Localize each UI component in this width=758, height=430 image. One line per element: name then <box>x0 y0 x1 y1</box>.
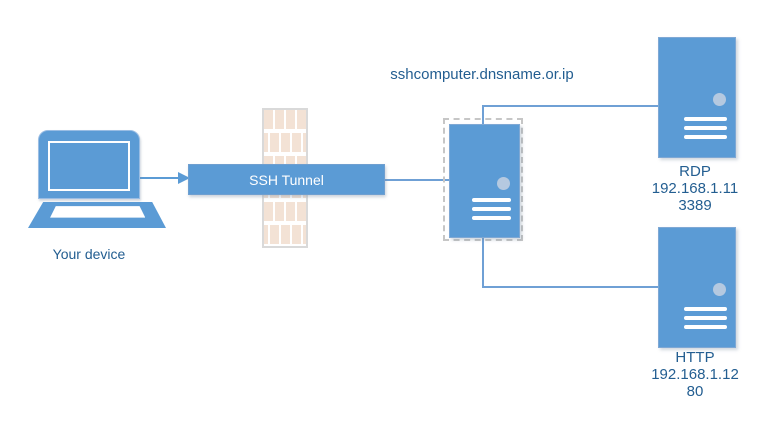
http-server-label: HTTP 192.168.1.12 80 <box>625 349 758 400</box>
server-led-circle <box>713 282 726 296</box>
http-port: 80 <box>686 383 704 400</box>
server-vents <box>683 302 727 330</box>
device-label: Your device <box>52 246 126 262</box>
server-icon <box>658 227 736 348</box>
laptop-keyboard-slot <box>50 206 146 218</box>
right-arrow-icon <box>139 172 190 184</box>
server-icon <box>449 124 520 238</box>
ssh-server-hostname-label: sshcomputer.dnsname.or.ip <box>390 66 574 83</box>
laptop-keyboard <box>28 202 166 228</box>
laptop-icon <box>38 130 140 199</box>
rdp-service-name: RDP <box>679 163 711 180</box>
ssh-tunnel-label: SSH Tunnel <box>249 171 324 188</box>
rdp-port: 3389 <box>678 197 712 214</box>
server-vents <box>683 112 727 140</box>
ssh-server-dashed-frame <box>443 118 523 241</box>
laptop-screen <box>48 141 130 191</box>
connector-sshserver-to-http <box>482 238 658 288</box>
server-icon <box>658 37 736 158</box>
rdp-ip-address: 192.168.1.11 <box>651 180 739 197</box>
server-vents <box>471 193 511 221</box>
ssh-tunnel-box: SSH Tunnel <box>188 164 385 195</box>
rdp-server-label: RDP 192.168.1.11 3389 <box>625 163 758 214</box>
server-led-circle <box>713 92 726 106</box>
http-ip-address: 192.168.1.12 <box>651 366 739 383</box>
server-led-circle <box>497 176 510 190</box>
http-service-name: HTTP <box>675 349 715 366</box>
